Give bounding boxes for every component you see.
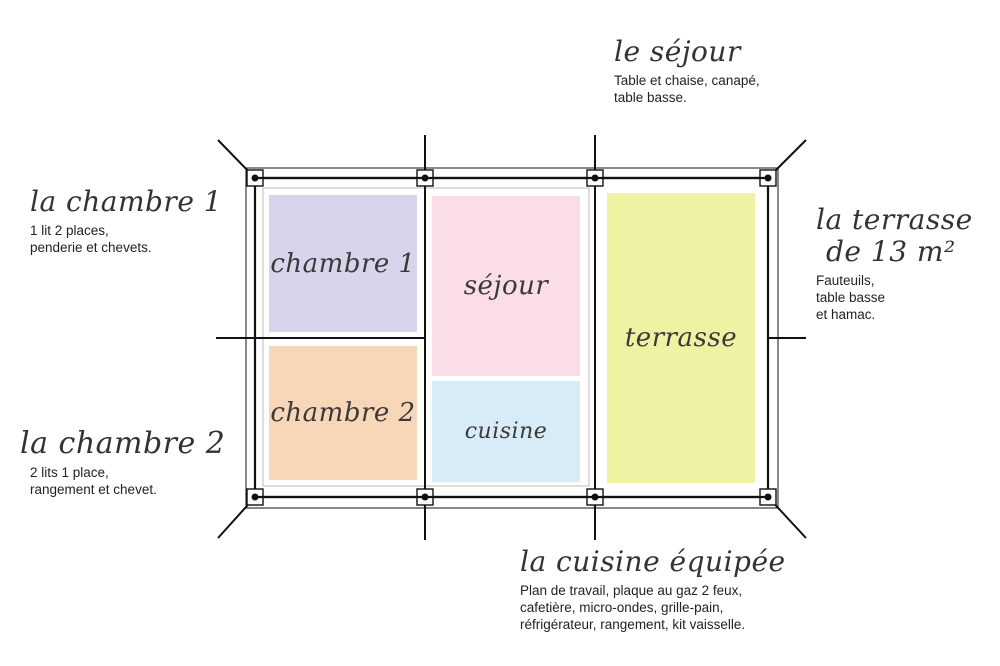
corner-line-top-left bbox=[217, 139, 256, 179]
annotation-title-sejour: le séjour bbox=[614, 35, 741, 68]
title-line: de 13 m² bbox=[826, 235, 956, 268]
desc-line: Fauteuils, bbox=[816, 273, 875, 288]
annotation-title-cuisine: la cuisine équipée bbox=[520, 545, 786, 578]
annotation-desc-cuisine: Plan de travail, plaque au gaz 2 feux, c… bbox=[520, 582, 786, 633]
annotation-cuisine: la cuisine équipée Plan de travail, plaq… bbox=[520, 546, 786, 633]
desc-line: penderie et chevets. bbox=[30, 240, 152, 255]
annotation-desc-sejour: Table et chaise, canapé, table basse. bbox=[614, 72, 760, 106]
corner-line-bottom-right bbox=[767, 496, 807, 539]
desc-line: Plan de travail, plaque au gaz 2 feux, bbox=[520, 583, 743, 598]
desc-line: et hamac. bbox=[816, 307, 876, 322]
annotation-chambre-2: la chambre 2 2 lits 1 place, rangement e… bbox=[20, 428, 225, 498]
desc-line: table basse. bbox=[614, 90, 687, 105]
title-line: la terrasse bbox=[816, 203, 973, 236]
room-chambre-2: chambre 2 bbox=[269, 346, 417, 480]
corner-line-top-right bbox=[767, 139, 807, 179]
room-label-chambre-1: chambre 1 bbox=[270, 248, 416, 279]
annotation-desc-terrasse: Fauteuils, table basse et hamac. bbox=[816, 272, 973, 323]
annotation-title-terrasse: la terrasse de 13 m² bbox=[816, 204, 973, 268]
room-label-chambre-2: chambre 2 bbox=[270, 398, 416, 428]
desc-line: rangement et chevet. bbox=[30, 482, 157, 497]
desc-line: Table et chaise, canapé, bbox=[614, 73, 760, 88]
desc-line: 2 lits 1 place, bbox=[30, 465, 109, 480]
annotation-terrasse: la terrasse de 13 m² Fauteuils, table ba… bbox=[816, 204, 973, 323]
room-terrasse: terrasse bbox=[607, 193, 755, 483]
desc-line: réfrigérateur, rangement, kit vaisselle. bbox=[520, 617, 746, 632]
desc-line: table basse bbox=[816, 290, 886, 305]
annotation-title-chambre-1: la chambre 1 bbox=[30, 185, 223, 218]
room-label-terrasse: terrasse bbox=[624, 323, 738, 353]
annotation-sejour: le séjour Table et chaise, canapé, table… bbox=[614, 36, 760, 106]
annotation-desc-chambre-1: 1 lit 2 places, penderie et chevets. bbox=[30, 222, 222, 256]
room-chambre-1: chambre 1 bbox=[269, 195, 417, 332]
desc-line: cafetière, micro-ondes, grille-pain, bbox=[520, 600, 724, 615]
room-label-cuisine: cuisine bbox=[464, 419, 548, 444]
room-cuisine: cuisine bbox=[432, 381, 580, 482]
annotation-title-chambre-2: la chambre 2 bbox=[20, 426, 226, 461]
corner-line-bottom-left bbox=[217, 496, 256, 539]
annotation-chambre-1: la chambre 1 1 lit 2 places, penderie et… bbox=[30, 186, 222, 256]
annotation-desc-chambre-2: 2 lits 1 place, rangement et chevet. bbox=[30, 464, 225, 498]
room-sejour: séjour bbox=[432, 196, 580, 376]
room-label-sejour: séjour bbox=[463, 271, 549, 301]
desc-line: 1 lit 2 places, bbox=[30, 223, 109, 238]
